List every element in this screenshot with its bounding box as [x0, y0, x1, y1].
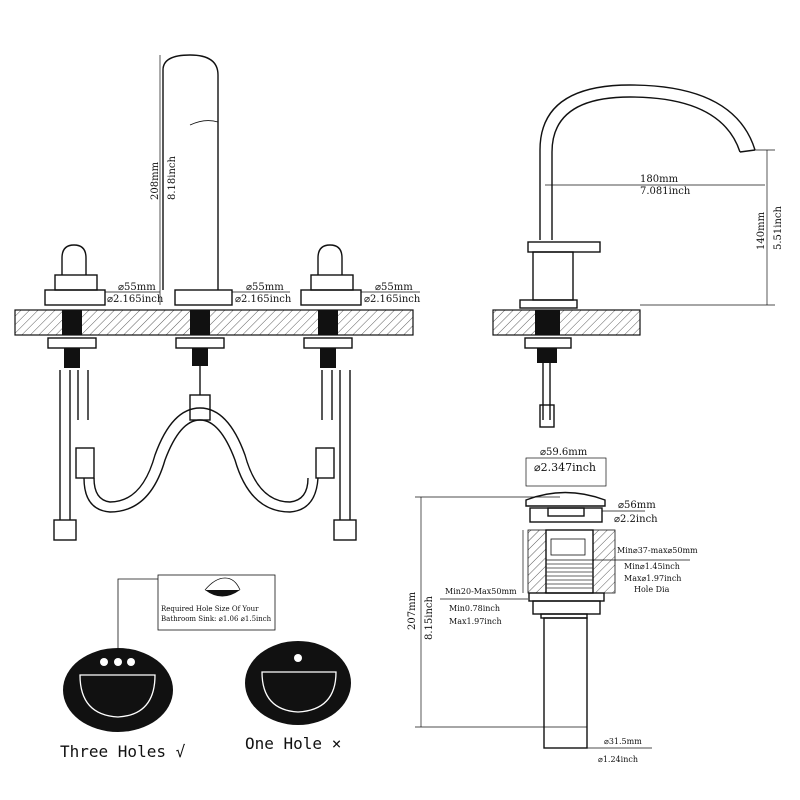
one-hole-sink: [245, 641, 351, 725]
flange-dia-inch: ⌀2.2inch: [614, 514, 658, 525]
tailpiece: [543, 617, 588, 749]
hole-max-inch: Max⌀1.97inch: [624, 574, 681, 583]
thickness-mm: Min20-Max50mm: [445, 587, 517, 596]
drain-height-inch: 8.15inch: [424, 595, 435, 640]
spout-height-mm: 140mm: [756, 211, 767, 250]
hole-note-line1: Required Hole Size Of Your: [161, 605, 259, 613]
spout-base: [174, 289, 233, 306]
sink-hole-guide: Required Hole Size Of Your Bathroom Sink…: [60, 574, 351, 761]
spout-height-inch: 5.51inch: [773, 205, 784, 250]
gooseneck-spout: [539, 84, 756, 240]
pop-up-drain: ⌀59.6mm ⌀2.347inch ⌀56mm ⌀2.2inch Min⌀37…: [407, 447, 698, 764]
tail-dia-inch: ⌀1.24inch: [598, 755, 638, 764]
thickness-max-inch: Max1.97inch: [449, 617, 502, 626]
three-hole-sink: [63, 648, 173, 732]
side-view-faucet: 180mm 7.081inch 140mm 5.51inch: [492, 84, 784, 428]
height-dimension: 208mm 8.18inch: [150, 55, 178, 305]
thickness-min-inch: Min0.78inch: [449, 604, 500, 613]
reach-mm: 180mm: [640, 174, 679, 185]
one-hole-label: One Hole ×: [245, 734, 341, 753]
hole-range-mm: Min⌀37-max⌀50mm: [617, 546, 698, 555]
hole-dia-label: Hole Dia: [634, 585, 670, 594]
front-view-faucet: 208mm 8.18inch ⌀55mm ⌀2.165inch ⌀55mm ⌀2…: [14, 54, 421, 541]
spout: [162, 54, 219, 290]
spout-dia-inch: ⌀2.165inch: [235, 294, 292, 305]
cap-dia-mm: ⌀59.6mm: [540, 447, 588, 458]
three-holes-label: Three Holes √: [60, 742, 186, 761]
left-handle-dia-mm: ⌀55mm: [118, 282, 156, 293]
supply-hoses: [53, 366, 357, 541]
left-handle-dia-inch: ⌀2.165inch: [107, 294, 164, 305]
spout-dia-mm: ⌀55mm: [246, 282, 284, 293]
right-handle-dia-mm: ⌀55mm: [375, 282, 413, 293]
drain-height-mm: 207mm: [407, 591, 418, 630]
reach-inch: 7.081inch: [640, 186, 691, 197]
cap-dia-inch: ⌀2.347inch: [534, 461, 596, 474]
height-inch: 8.18inch: [167, 155, 178, 200]
drain-cap: [525, 491, 606, 507]
left-handle: [44, 244, 106, 306]
height-mm: 208mm: [150, 161, 161, 200]
hole-min-inch: Min⌀1.45inch: [624, 562, 680, 571]
countertop-side: [492, 309, 641, 336]
hole-note-line2: Bathroom Sink: ⌀1.06 ⌀1.5inch: [161, 615, 272, 623]
right-handle: [300, 244, 362, 306]
right-handle-dia-inch: ⌀2.165inch: [364, 294, 421, 305]
tail-dia-mm: ⌀31.5mm: [604, 737, 642, 746]
flange-dia-mm: ⌀56mm: [618, 500, 656, 511]
